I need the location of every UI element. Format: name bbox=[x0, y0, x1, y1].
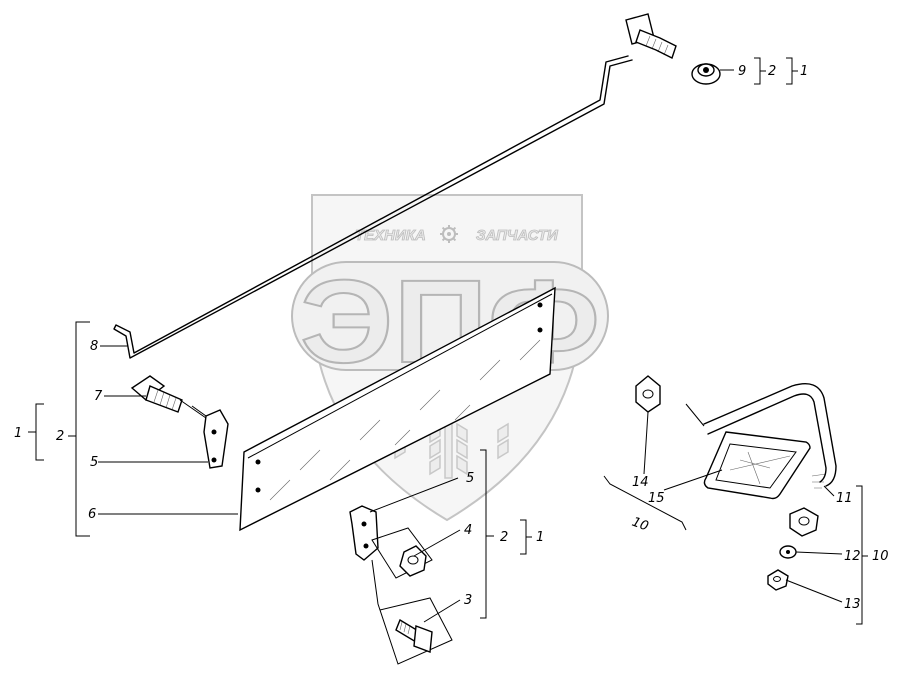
callout-12: 12 bbox=[844, 549, 861, 564]
callout-10-right: 10 bbox=[872, 549, 889, 564]
watermark-text-left: ТЕХНИКА bbox=[355, 227, 426, 244]
callout-10-left: 10 bbox=[630, 515, 651, 535]
callout-7: 7 bbox=[94, 389, 103, 404]
nut-part-14 bbox=[635, 375, 661, 413]
washer-part-12 bbox=[779, 545, 797, 559]
callout-2-top: 2 bbox=[768, 64, 776, 79]
plate-part-6 bbox=[239, 286, 556, 532]
callout-9: 9 bbox=[738, 64, 746, 79]
callout-1-mid: 1 bbox=[536, 530, 544, 545]
callout-1-top: 1 bbox=[800, 64, 808, 79]
gear-icon bbox=[440, 225, 458, 243]
nut-part-4 bbox=[371, 527, 433, 579]
callout-labels: 1 2 8 7 5 6 9 2 1 5 4 3 2 1 14 15 10 11 … bbox=[14, 64, 889, 612]
callout-14: 14 bbox=[632, 475, 649, 490]
callout-2-left: 2 bbox=[56, 429, 64, 444]
callout-5-left: 5 bbox=[90, 455, 98, 470]
watermark-text-right: ЗАПЧАСТИ bbox=[476, 227, 559, 244]
bolt-part-3 bbox=[371, 559, 453, 665]
leader-lines bbox=[28, 57, 868, 625]
callout-3: 3 bbox=[464, 593, 472, 608]
callout-11: 11 bbox=[836, 491, 853, 506]
callout-15: 15 bbox=[648, 491, 665, 506]
callout-5-mid: 5 bbox=[466, 471, 474, 486]
bolt-top bbox=[625, 13, 677, 59]
nut-part-9 bbox=[691, 63, 721, 85]
bolt-part-7 bbox=[130, 375, 183, 413]
bracket-part-5-mid bbox=[349, 505, 379, 561]
bracket-part-5-left bbox=[179, 399, 229, 469]
callout-4: 4 bbox=[464, 523, 472, 538]
callout-8: 8 bbox=[90, 339, 98, 354]
nut-part-13 bbox=[767, 569, 789, 591]
callout-1-left: 1 bbox=[14, 426, 22, 441]
callout-6: 6 bbox=[88, 507, 96, 522]
callout-13: 13 bbox=[844, 597, 861, 612]
rod-part-8 bbox=[113, 55, 633, 359]
callout-2-mid: 2 bbox=[500, 530, 508, 545]
nut-loose bbox=[789, 507, 819, 537]
bar-part-11 bbox=[685, 383, 837, 489]
reflector-part-15 bbox=[703, 431, 811, 500]
